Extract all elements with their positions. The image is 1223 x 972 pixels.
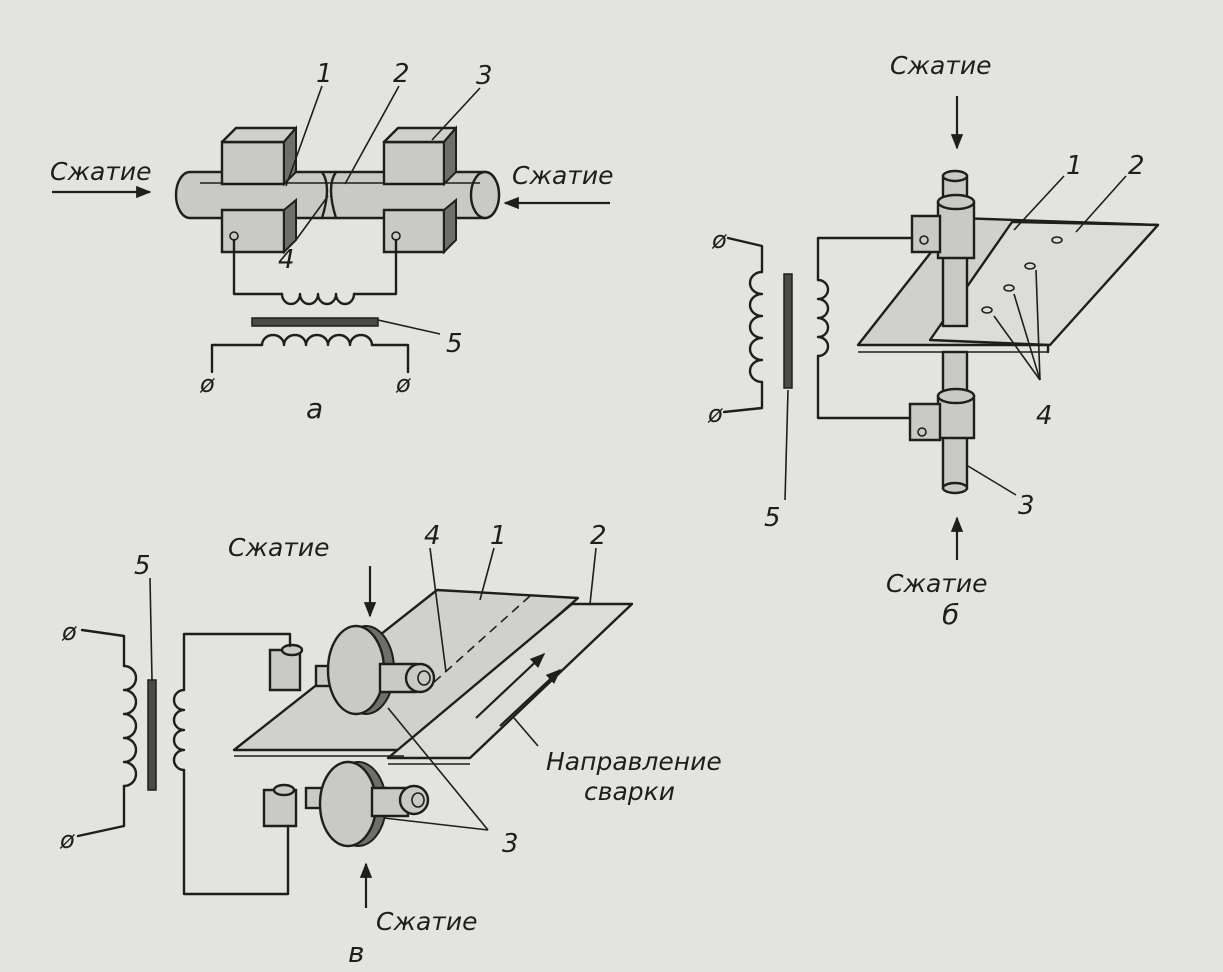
figure-b-label-2: 2: [1128, 151, 1145, 181]
figure-c-label-5: 5: [134, 551, 151, 581]
figure-b-secondary-wire: [816, 236, 914, 420]
figure-b-electrode-upper: [910, 169, 976, 328]
figure-a-label-2: 2: [393, 59, 410, 89]
figure-b-terminal-top: ø: [711, 226, 727, 254]
figure-c-roller-lower: [262, 760, 430, 848]
figure-c-roller-upper: [268, 624, 436, 716]
figure-c-label-3: 3: [502, 829, 519, 859]
figure-c-primary-coil: [122, 664, 138, 788]
figure-b-label-4: 4: [1036, 401, 1053, 431]
figure-a-secondary-coil: [280, 292, 356, 306]
figure-a-force-right-label: Сжатие: [512, 161, 614, 190]
figure-a-label-3: 3: [476, 61, 493, 91]
figure-c-terminal-top: ø: [61, 618, 77, 646]
figure-a-clamp-lower-right: [382, 197, 457, 255]
figure-b-terminal-bottom: ø: [707, 400, 723, 428]
figure-a-label-5: 5: [446, 329, 463, 359]
figure-c-label-1: 1: [490, 521, 507, 551]
figure-b-weld-spot: [981, 306, 993, 314]
figure-c-seam-welding: Сжатие Сжатие 1 2 3 4 5 ø ø Направление …: [59, 521, 722, 969]
figure-b-weld-spot: [1003, 284, 1015, 292]
figure-c-direction-line1: Направление: [546, 747, 722, 776]
figure-a-label-1: 1: [316, 59, 333, 89]
figure-c-direction-line2: сварки: [584, 777, 675, 806]
figure-b-weld-spot: [1051, 236, 1063, 244]
figure-c-direction-arrow: [475, 652, 546, 719]
figure-a-clamp-upper-left: [220, 125, 298, 187]
figure-b-weld-spot: [1024, 262, 1036, 270]
figure-c-terminal-bottom: ø: [59, 826, 75, 854]
figure-a-label-4: 4: [278, 245, 295, 275]
figure-c-secondary-coil: [172, 688, 186, 772]
figure-c-caption: в: [348, 936, 365, 969]
figure-c-seam-line: [431, 595, 531, 685]
figure-b-label-5: 5: [764, 503, 781, 533]
figure-b-label-3: 3: [1018, 491, 1035, 521]
figure-a-caption: а: [306, 392, 323, 425]
figure-b-primary-wire: [722, 236, 764, 414]
figure-b-secondary-coil: [816, 278, 830, 358]
figure-c-direction-arrow: [499, 668, 562, 727]
figure-c-force-top-label: Сжатие: [228, 533, 330, 562]
figure-b-spot-welding: Сжатие Сжатие 1 2 3 4 5 ø ø б: [707, 51, 1160, 631]
figure-b-transformer-core: [783, 273, 793, 389]
figure-c-label-4: 4: [424, 521, 441, 551]
figure-b-primary-coil: [748, 270, 764, 384]
figure-c-secondary-wire: [182, 632, 292, 896]
figure-c-transformer-core: [147, 679, 157, 791]
figure-c-primary-wire: [76, 628, 126, 838]
figure-a-force-left-label: Сжатие: [50, 157, 152, 186]
figure-c-label-2: 2: [590, 521, 607, 551]
figure-c-force-bottom-label: Сжатие: [376, 907, 478, 936]
figure-b-electrode-lower: [908, 350, 976, 495]
figure-a-primary-coil: [260, 333, 374, 347]
figure-a-secondary-wire: [232, 238, 398, 296]
figure-a-primary-wire: [210, 343, 410, 374]
figure-b-caption: б: [942, 598, 959, 631]
figure-b-label-1: 1: [1066, 151, 1083, 181]
figure-a-clamp-upper-right: [382, 125, 458, 187]
figure-b-force-top-label: Сжатие: [890, 51, 992, 80]
figure-a-transformer-core: [251, 317, 379, 327]
figure-a-terminal-left: ø: [199, 370, 215, 398]
figure-b-force-bottom-label: Сжатие: [886, 569, 988, 598]
figure-a-butt-welding: Сжатие Сжатие 1 2 3 4 5 ø ø а: [50, 59, 614, 425]
figure-a-terminal-right: ø: [395, 370, 411, 398]
figure-c-plate-lower: [386, 602, 634, 760]
